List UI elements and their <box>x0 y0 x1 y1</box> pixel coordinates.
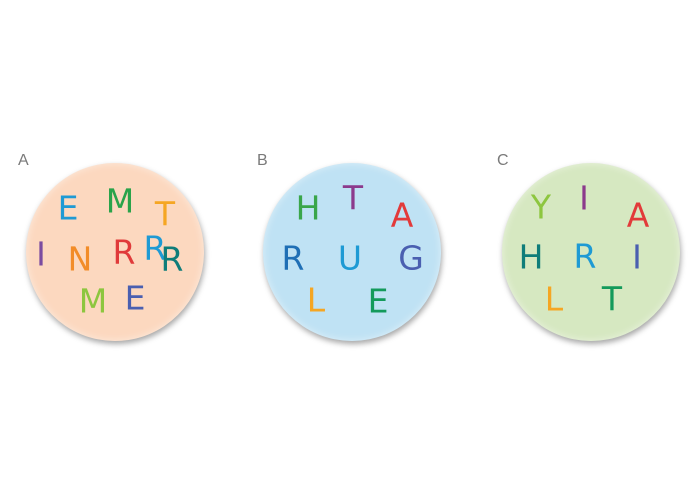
disc-b-letter: H <box>295 188 321 228</box>
disc-c-letter: T <box>601 279 623 319</box>
disc-c-letter: L <box>544 279 564 319</box>
disc-b-letter: U <box>337 238 363 278</box>
disc-a-letter: I <box>36 234 46 274</box>
disc-b-letter: R <box>281 238 305 278</box>
disc-b-letter: E <box>367 281 389 321</box>
panel-label-b: B <box>257 152 268 169</box>
disc-c-letter: I <box>632 237 642 277</box>
letter-disc-b: H T A R U G L E <box>263 163 441 341</box>
disc-a-letter: M <box>105 181 135 221</box>
disc-a-letter: R <box>112 232 136 272</box>
disc-b-letter: G <box>398 238 424 278</box>
disc-a-letter: R <box>160 239 184 279</box>
disc-a-letter: E <box>124 278 146 318</box>
disc-b-letter: T <box>342 178 364 218</box>
panel-label-c: C <box>497 152 509 169</box>
disc-c-letter: I <box>579 178 589 218</box>
disc-a-letter: N <box>67 239 93 279</box>
disc-c-letter: A <box>626 195 650 235</box>
letter-disc-c: Y I A H R I L T <box>502 163 680 341</box>
disc-a-letter: T <box>154 194 176 234</box>
letter-disc-a: E M T I N R R R M E <box>26 163 204 341</box>
disc-a-letter: R <box>143 228 167 268</box>
disc-a-letter: E <box>57 188 79 228</box>
panel-label-a: A <box>18 152 29 169</box>
disc-a-letter: M <box>78 281 108 321</box>
disc-b-letter: L <box>306 280 326 320</box>
disc-c-letter: R <box>573 236 597 276</box>
disc-c-letter: H <box>518 237 544 277</box>
disc-b-letter: A <box>390 195 414 235</box>
disc-c-letter: Y <box>530 187 552 227</box>
